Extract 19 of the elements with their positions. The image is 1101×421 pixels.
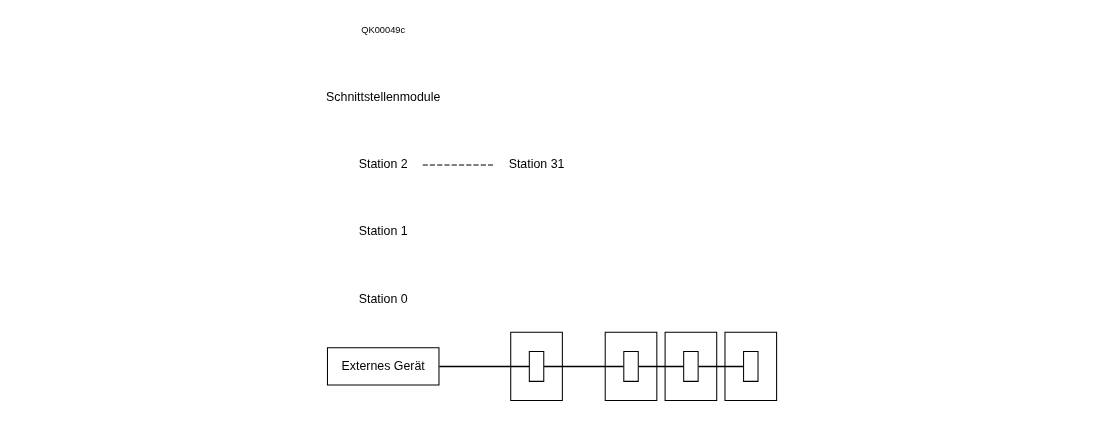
cluster — [664, 331, 717, 401]
connector — [542, 365, 624, 368]
node-box — [742, 350, 759, 382]
node-text: Station 2 — [358, 157, 408, 172]
node-box — [528, 350, 544, 382]
connector — [697, 365, 744, 368]
node-text: Station 1 — [358, 224, 408, 239]
node-text: Station 0 — [358, 291, 408, 306]
connector — [637, 365, 684, 368]
cluster — [604, 331, 657, 401]
cluster — [509, 331, 563, 401]
cluster — [723, 331, 777, 401]
node-box — [682, 350, 699, 382]
label: QK00049c — [360, 25, 405, 36]
node-text: Station 31 — [508, 157, 564, 172]
node-box — [622, 350, 639, 382]
label: Schnittstellenmodule — [325, 90, 440, 105]
connector — [438, 365, 530, 368]
node-box: Externes Gerät — [326, 347, 439, 386]
